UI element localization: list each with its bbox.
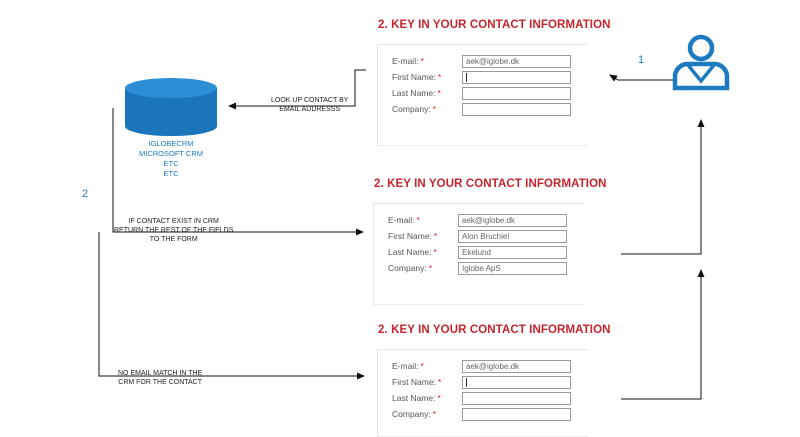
step-number-1: 1 [638,54,645,66]
arrow-form1-to-crm [228,69,366,110]
crm-label-line: IGLOBECRM [148,139,194,148]
contact-form-empty-bottom: E-mail:* aek@iglobe.dk First Name:* Last… [377,349,588,437]
first-name-field[interactable] [462,375,571,389]
contact-form-filled: E-mail:* aek@iglobe.dk First Name:* Alon… [373,203,584,305]
arrow-user-to-form1 [609,74,673,82]
last-name-field[interactable] [462,86,571,100]
form-heading: 2. KEY IN YOUR CONTACT INFORMATION [378,19,611,31]
field-label: Company:* [392,104,437,114]
company-field[interactable]: Iglobe ApS [458,261,567,275]
form-row-company: Company:* [392,101,588,117]
crm-label: IGLOBECRM MICROSOFT CRM ETC ETC [111,139,231,179]
database-icon [125,78,217,136]
note-lookup: LOOK UP CONTACT BY EMAIL ADDRESSS [271,96,348,114]
note-line: EMAIL ADDRESSS [279,106,341,113]
note-contact-exists: IF CONTACT EXIST IN CRM RETURN THE REST … [114,217,233,244]
note-line: NO EMAIL MATCH IN THE [118,370,203,377]
note-no-match: NO EMAIL MATCH IN THE CRM FOR THE CONTAC… [118,369,202,387]
form-row-company: Company:* [392,406,588,422]
form-row-last-name: Last Name:* [392,390,588,406]
crm-label-line: MICROSOFT CRM [138,149,204,158]
field-label: E-mail:* [392,56,424,66]
form-heading: 2. KEY IN YOUR CONTACT INFORMATION [378,324,611,336]
flow-diagram [98,34,730,400]
crm-label-line: ETC [163,159,179,168]
form-row-last-name: Last Name:* Ekelund [388,244,584,260]
field-label: First Name:* [392,377,442,387]
field-label: E-mail:* [392,361,424,371]
first-name-field[interactable] [462,70,571,84]
field-label: Last Name:* [392,88,441,98]
field-label: Last Name:* [388,247,437,257]
field-label: First Name:* [388,231,438,241]
form-row-email: E-mail:* aek@iglobe.dk [392,358,588,374]
user-icon [672,34,730,91]
note-line: TO THE FORM [149,236,198,243]
field-label: Company:* [388,263,433,273]
note-line: CRM FOR THE CONTACT [118,379,203,386]
field-label: First Name:* [392,72,442,82]
form-row-email: E-mail:* aek@iglobe.dk [392,53,588,69]
note-line: IF CONTACT EXIST IN CRM [128,218,219,225]
form-row-first-name: First Name:* [392,69,588,85]
email-field[interactable]: aek@iglobe.dk [462,359,571,373]
first-name-field[interactable]: Alon Bruchiel [458,229,567,243]
arrow-form2-to-user [621,119,705,255]
note-line: RETURN THE REST OF THE FIELDS [114,227,234,234]
arrow-form3-to-user [621,269,705,400]
company-field[interactable] [462,102,571,116]
crm-label-line: ETC [163,169,179,178]
field-label: Last Name:* [392,393,441,403]
last-name-field[interactable]: Ekelund [458,245,567,259]
field-label: E-mail:* [388,215,420,225]
form-row-last-name: Last Name:* [392,85,588,101]
field-label: Company:* [392,409,437,419]
form-row-email: E-mail:* aek@iglobe.dk [388,212,584,228]
last-name-field[interactable] [462,391,571,405]
email-field[interactable]: aek@iglobe.dk [458,213,567,227]
arrow-crm-to-form2 [112,108,364,236]
note-line: LOOK UP CONTACT BY [271,97,349,104]
arrow-crm-to-form3 [98,232,365,380]
form-row-first-name: First Name:* [392,374,588,390]
contact-form-empty-top: E-mail:* aek@iglobe.dk First Name:* Last… [377,44,588,146]
form-heading: 2. KEY IN YOUR CONTACT INFORMATION [374,178,607,190]
form-row-company: Company:* Iglobe ApS [388,260,584,276]
company-field[interactable] [462,407,571,421]
form-row-first-name: First Name:* Alon Bruchiel [388,228,584,244]
email-field[interactable]: aek@iglobe.dk [462,54,571,68]
step-number-2: 2 [82,188,89,200]
